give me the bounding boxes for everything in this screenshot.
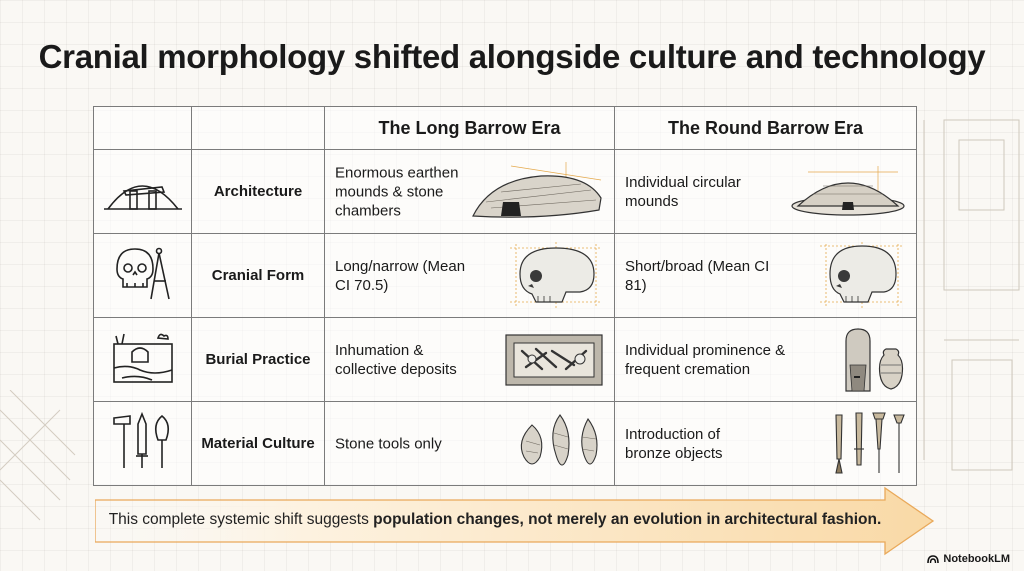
row-label: Material Culture — [191, 401, 325, 486]
cell-text: Introduction of bronze objects — [625, 425, 723, 462]
header-icon-cell — [93, 106, 192, 150]
grave-icon — [112, 333, 173, 383]
long-barrow-cell: Enormous earthen mounds & stone chambers — [324, 149, 615, 234]
collective-burial-icon — [505, 333, 603, 386]
page-title: Cranial morphology shifted alongside cul… — [38, 38, 986, 75]
conclusion-banner: This complete systemic shift suggests po… — [95, 486, 935, 556]
row-icon-cell — [93, 401, 192, 486]
table-row: Burial Practice Inhumation & collective … — [93, 317, 917, 402]
cell-text: Short/broad (Mean CI 81) — [625, 257, 770, 294]
round-barrow-cell: Individual circular mounds — [614, 149, 917, 234]
round-barrow-cell: Short/broad (Mean CI 81) — [614, 233, 917, 318]
bronze-objects-icon — [835, 411, 905, 474]
round-barrow-cell: Individual prominence & frequent cremati… — [614, 317, 917, 402]
cell-text: Individual circular mounds — [625, 173, 741, 210]
cell-text: Inhumation & collective deposits — [335, 341, 457, 378]
row-icon-cell — [93, 149, 192, 234]
round-barrow-cell: Introduction of bronze objects — [614, 401, 917, 486]
row-label: Burial Practice — [191, 317, 325, 402]
row-label: Cranial Form — [191, 233, 325, 318]
header-label-cell — [191, 106, 325, 150]
table-header-row: The Long Barrow Era The Round Barrow Era — [93, 106, 917, 150]
row-icon-cell — [93, 233, 192, 318]
brand-logo: NotebookLM — [927, 553, 1010, 565]
long-barrow-cell: Long/narrow (Mean CI 70.5) — [324, 233, 615, 318]
cell-text: Stone tools only — [335, 435, 442, 452]
arrow-banner-shape — [95, 486, 935, 556]
long-barrow-cell: Stone tools only — [324, 401, 615, 486]
row-icon-cell — [93, 317, 192, 402]
brand-name: NotebookLM — [943, 553, 1010, 565]
tools-icon — [112, 411, 169, 468]
cell-text: Individual prominence & frequent cremati… — [625, 341, 786, 378]
column-header-round-barrow: The Round Barrow Era — [614, 106, 917, 150]
notebooklm-logo-icon — [927, 555, 940, 564]
conclusion-text: This complete systemic shift suggests po… — [108, 511, 882, 528]
table-row: Architecture Enormous earthen mounds & s… — [93, 149, 917, 234]
long-skull-icon — [510, 241, 602, 310]
comparison-table: The Long Barrow Era The Round Barrow Era… — [93, 106, 917, 486]
table-row: Material Culture Stone tools only Introd… — [93, 401, 917, 486]
table-row: Cranial Form Long/narrow (Mean CI 70.5) … — [93, 233, 917, 318]
row-label: Architecture — [191, 149, 325, 234]
blueprint-decoration-right — [923, 119, 1020, 471]
long-barrow-cell: Inhumation & collective deposits — [324, 317, 615, 402]
broad-skull-icon — [820, 241, 904, 310]
dolmen-icon — [103, 185, 182, 210]
conclusion-emphasis: population changes, not merely an evolut… — [373, 511, 882, 528]
cell-text: Enormous earthen mounds & stone chambers — [335, 164, 459, 219]
cremation-urn-icon — [845, 327, 904, 392]
cell-text: Long/narrow (Mean CI 70.5) — [335, 257, 466, 294]
column-header-long-barrow: The Long Barrow Era — [324, 106, 615, 150]
stone-tools-icon — [520, 413, 598, 466]
round-barrow-mound-icon — [791, 165, 905, 216]
blueprint-decoration-left — [0, 390, 76, 521]
skull-calipers-icon — [115, 247, 170, 300]
long-barrow-mound-icon — [472, 161, 602, 218]
